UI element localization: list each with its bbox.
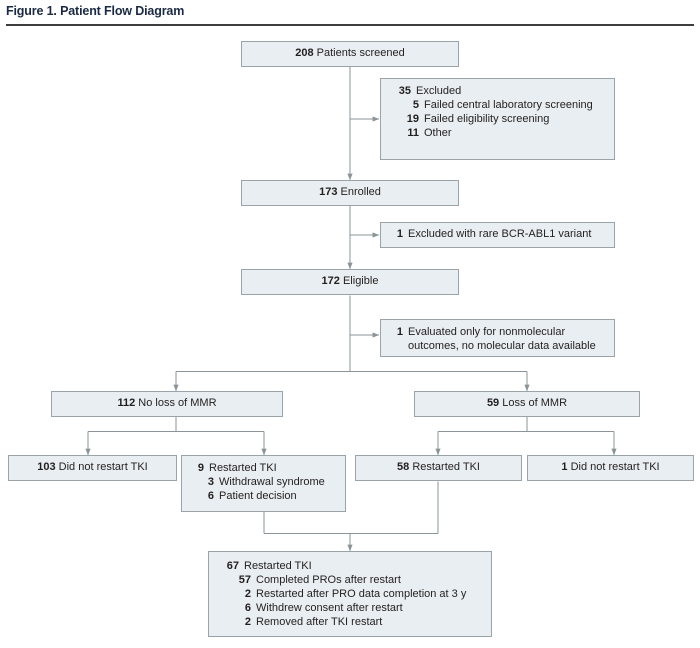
sub-count: 6	[244, 602, 251, 614]
sub-count: 3	[207, 476, 214, 488]
node-loss-did-not-restart-tki: 1 Did not restart TKI	[527, 455, 694, 481]
node-sub-row: 57 Completed PROs after restart	[217, 573, 483, 587]
node-count: 208	[295, 47, 314, 59]
node-total-restarted-tki: 67 Restarted TKI 57 Completed PROs after…	[208, 551, 492, 637]
node-count: 58	[397, 461, 410, 473]
node-sub-row: 19 Failed eligibility screening	[389, 112, 606, 126]
node-label: Restarted TKI	[412, 461, 480, 473]
sub-count: 5	[412, 99, 419, 111]
node-count: 1	[396, 228, 403, 240]
node-label: Evaluated only for nonmolecular outcomes…	[408, 325, 606, 353]
node-label: Did not restart TKI	[570, 461, 660, 473]
sub-count: 11	[407, 127, 419, 139]
node-label: Restarted TKI	[244, 560, 312, 572]
node-primary-row: 67 Restarted TKI	[217, 559, 483, 573]
node-label: Loss of MMR	[502, 397, 568, 409]
node-label: Patients screened	[316, 47, 405, 59]
node-count: 67	[226, 560, 239, 572]
sub-count: 2	[244, 588, 251, 600]
figure-title: Figure 1. Patient Flow Diagram	[6, 4, 185, 18]
node-count: 35	[398, 85, 411, 97]
node-sub-row: 2 Removed after TKI restart	[217, 615, 483, 629]
title-divider	[6, 24, 694, 26]
node-sub-row: 6 Withdrew consent after restart	[217, 601, 483, 615]
node-count: 103	[37, 461, 56, 473]
sub-label: Completed PROs after restart	[256, 574, 401, 586]
node-count: 173	[319, 186, 338, 198]
node-loss-restarted-tki: 58 Restarted TKI	[355, 455, 522, 481]
node-primary-row: 35 Excluded	[389, 84, 606, 98]
node-label: No loss of MMR	[138, 397, 217, 409]
node-label: Excluded	[416, 85, 462, 97]
node-no-loss-restarted-tki: 9 Restarted TKI 3 Withdrawal syndrome 6 …	[181, 455, 346, 512]
node-patients-screened: 208 Patients screened	[241, 41, 459, 67]
sub-count: 57	[238, 574, 251, 586]
node-label: Enrolled	[340, 186, 381, 198]
node-label: Did not restart TKI	[58, 461, 148, 473]
node-eligible: 172 Eligible	[241, 269, 459, 295]
node-loss-of-mmr: 59 Loss of MMR	[414, 391, 640, 417]
sub-count: 19	[406, 113, 419, 125]
node-sub-row: 3 Withdrawal syndrome	[190, 475, 337, 489]
sub-label: Failed eligibility screening	[424, 113, 550, 125]
node-sub-row: 6 Patient decision	[190, 489, 337, 503]
node-count: 59	[486, 397, 500, 409]
node-no-loss-of-mmr: 112 No loss of MMR	[51, 391, 283, 417]
node-count: 172	[321, 275, 340, 287]
sub-label: Patient decision	[219, 490, 297, 502]
sub-label: Restarted after PRO data completion at 3…	[256, 588, 467, 600]
node-enrolled: 173 Enrolled	[241, 180, 459, 206]
node-label: Eligible	[342, 275, 379, 287]
sub-label: Other	[424, 127, 452, 139]
sub-count: 2	[244, 616, 251, 628]
node-primary-row: 1 Evaluated only for nonmolecular outcom…	[389, 325, 606, 353]
sub-label: Withdrew consent after restart	[256, 602, 403, 614]
node-excluded: 35 Excluded 5 Failed central laboratory …	[380, 78, 615, 160]
node-sub-row: 5 Failed central laboratory screening	[389, 98, 606, 112]
sub-count: 6	[207, 490, 214, 502]
node-sub-row: 2 Restarted after PRO data completion at…	[217, 587, 483, 601]
sub-label: Failed central laboratory screening	[424, 99, 593, 111]
sub-label: Withdrawal syndrome	[219, 476, 325, 488]
node-label: Restarted TKI	[209, 462, 277, 474]
node-no-loss-did-not-restart-tki: 103 Did not restart TKI	[8, 455, 177, 481]
node-count: 9	[197, 462, 204, 474]
node-primary-row: 9 Restarted TKI	[190, 461, 337, 475]
node-nonmolecular-only: 1 Evaluated only for nonmolecular outcom…	[380, 319, 615, 357]
node-excluded-rare-variant: 1 Excluded with rare BCR-ABL1 variant	[380, 222, 615, 248]
node-sub-row: 11 Other	[389, 126, 606, 140]
node-label: Excluded with rare BCR-ABL1 variant	[408, 228, 592, 240]
node-count: 1	[561, 461, 568, 473]
node-primary-row: 1 Excluded with rare BCR-ABL1 variant	[389, 228, 606, 242]
node-count: 1	[396, 326, 403, 338]
node-label-line2: outcomes, no molecular data available	[408, 340, 596, 352]
node-count: 112	[117, 397, 136, 409]
sub-label: Removed after TKI restart	[256, 616, 383, 628]
node-label-line1: Evaluated only for nonmolecular	[408, 326, 566, 338]
